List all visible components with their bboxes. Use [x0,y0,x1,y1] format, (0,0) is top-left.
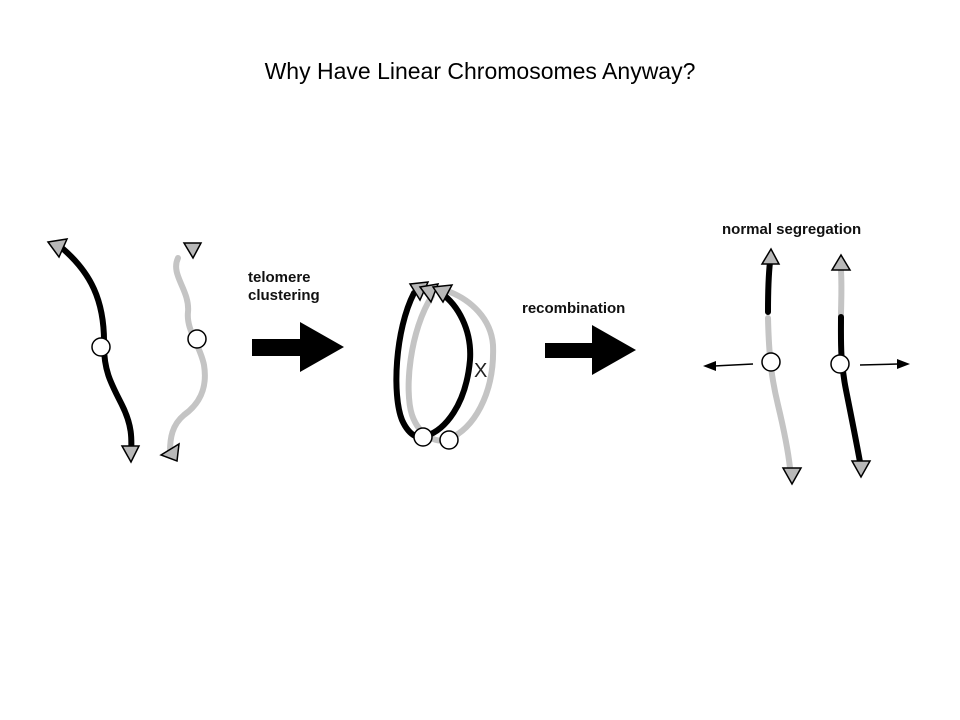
telomere-triangle [182,242,203,260]
dark-chromosome-1 [59,245,135,459]
centromere-circle [413,427,433,447]
segregation-arrow-right [859,363,899,366]
segregation-arrowhead-left [703,361,716,371]
crossover-mark: X [474,360,487,382]
panel-telomere-clustering: X [393,281,497,450]
telomere-triangle [120,445,141,464]
recombinant-dark-segment [765,259,773,315]
process-arrow-1 [252,322,344,372]
label-normal-segregation: normal segregation [722,221,861,238]
telomere-triangle [431,284,454,304]
label-recombination: recombination [522,300,625,317]
telomere-triangle [850,460,872,479]
light-chromosome-1 [167,255,208,455]
telomere-triangle [46,238,69,259]
label-clustering: clustering [248,287,320,304]
recombinant-light-segment [765,315,793,471]
process-arrow-2 [545,325,636,375]
telomere-triangle [830,253,852,271]
panel-separate-chromosomes [46,238,208,464]
panel-normal-segregation [703,247,910,486]
label-telomere: telomere [248,269,311,286]
centromere-circle [91,337,111,357]
segregation-arrowhead-right [897,359,910,369]
telomere-triangle [760,247,781,265]
centromere-circle [761,352,781,372]
telomere-triangle [159,442,180,463]
segregation-arrow-left [713,363,754,367]
slide-title: Why Have Linear Chromosomes Anyway? [264,58,696,84]
centromere-circle [830,354,850,374]
recombinant-dark-segment [837,314,863,465]
telomere-triangle [781,467,803,486]
centromere-circle [187,329,207,349]
centromere-circle [439,430,459,450]
